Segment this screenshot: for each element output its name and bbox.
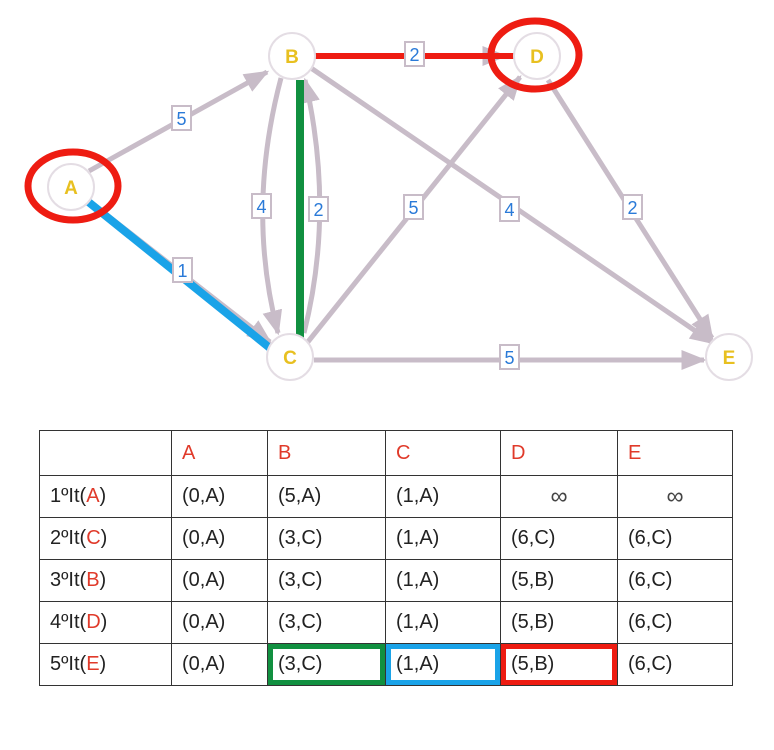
distance-table: A B C D E 1ºIt(A) (0,A) (5,A) (1,A) ∞ ∞ … xyxy=(39,430,733,686)
header-cell-a: A xyxy=(171,430,268,476)
header-cell-empty xyxy=(39,430,172,476)
weight-label-b-c: 4 xyxy=(251,193,272,219)
svg-text:5: 5 xyxy=(408,198,418,218)
cell-e: (6,C) xyxy=(617,559,733,602)
cell-c: (1,A) xyxy=(385,517,501,560)
cell-c: (1,A) xyxy=(385,475,501,518)
svg-text:2: 2 xyxy=(409,45,419,65)
weight-label-c-b: 2 xyxy=(308,196,329,222)
node-b: B xyxy=(268,32,316,80)
weight-label-a-c: 1 xyxy=(172,257,193,283)
cell-a: (0,A) xyxy=(171,601,268,644)
iteration-label: 4ºIt(D) xyxy=(39,601,172,644)
cell-b-final-highlight: (3,C) xyxy=(267,643,386,686)
svg-text:5: 5 xyxy=(176,109,186,129)
svg-text:2: 2 xyxy=(627,198,637,218)
cell-a: (0,A) xyxy=(171,559,268,602)
highlight-circle-a xyxy=(24,148,122,224)
cell-b: (3,C) xyxy=(267,517,386,560)
table-row: 4ºIt(D) (0,A) (3,C) (1,A) (5,B) (6,C) xyxy=(39,601,733,644)
node-e: E xyxy=(705,333,753,381)
infinity-symbol: ∞ xyxy=(550,482,568,510)
cell-b: (3,C) xyxy=(267,601,386,644)
iteration-label: 1ºIt(A) xyxy=(39,475,172,518)
cell-b: (3,C) xyxy=(267,559,386,602)
weight-label-b-d: 2 xyxy=(404,41,425,67)
node-a: A xyxy=(47,163,95,211)
header-cell-e: E xyxy=(617,430,733,476)
cell-d: (5,B) xyxy=(500,601,618,644)
weight-label-d-e: 2 xyxy=(622,194,643,220)
cell-c: (1,A) xyxy=(385,559,501,602)
cell-e: (6,C) xyxy=(617,517,733,560)
infinity-symbol: ∞ xyxy=(666,482,684,510)
table-row: 3ºIt(B) (0,A) (3,C) (1,A) (5,B) (6,C) xyxy=(39,559,733,602)
table-row: 2ºIt(C) (0,A) (3,C) (1,A) (6,C) (6,C) xyxy=(39,517,733,560)
svg-text:1: 1 xyxy=(177,261,187,281)
svg-text:E: E xyxy=(723,348,736,369)
iteration-label: 3ºIt(B) xyxy=(39,559,172,602)
cell-e: (6,C) xyxy=(617,643,733,686)
cell-a: (0,A) xyxy=(171,643,268,686)
cell-d: ∞ xyxy=(500,475,618,518)
svg-text:5: 5 xyxy=(504,348,514,368)
table-row: 1ºIt(A) (0,A) (5,A) (1,A) ∞ ∞ xyxy=(39,475,733,518)
svg-text:A: A xyxy=(64,178,78,199)
svg-text:2: 2 xyxy=(313,200,323,220)
svg-text:4: 4 xyxy=(504,200,514,220)
header-cell-b: B xyxy=(267,430,386,476)
weight-label-a-b: 5 xyxy=(171,105,192,131)
header-cell-d: D xyxy=(500,430,618,476)
cell-d: (5,B) xyxy=(500,559,618,602)
table-header-row: A B C D E xyxy=(39,430,733,476)
cell-d: (6,C) xyxy=(500,517,618,560)
cell-a: (0,A) xyxy=(171,475,268,518)
iteration-label: 2ºIt(C) xyxy=(39,517,172,560)
weight-label-c-d: 5 xyxy=(403,194,424,220)
table-row: 5ºIt(E) (0,A) (3,C) (1,A) (5,B) (6,C) xyxy=(39,643,733,686)
cell-d-final-highlight: (5,B) xyxy=(500,643,618,686)
graph-diagram: 5 1 2 4 2 5 4 2 5 A B C xyxy=(24,17,753,381)
cell-c-final-highlight: (1,A) xyxy=(385,643,501,686)
header-cell-c: C xyxy=(385,430,501,476)
cell-b: (5,A) xyxy=(267,475,386,518)
weight-label-b-e: 4 xyxy=(499,196,520,222)
node-d: D xyxy=(513,32,561,80)
svg-text:C: C xyxy=(283,348,297,369)
weight-label-c-e: 5 xyxy=(499,344,520,370)
node-c: C xyxy=(266,333,314,381)
highlight-circle-d xyxy=(487,17,583,93)
svg-text:D: D xyxy=(530,47,544,68)
cell-a: (0,A) xyxy=(171,517,268,560)
cell-e: (6,C) xyxy=(617,601,733,644)
svg-text:4: 4 xyxy=(256,197,266,217)
svg-text:B: B xyxy=(285,47,299,68)
iteration-label: 5ºIt(E) xyxy=(39,643,172,686)
cell-e: ∞ xyxy=(617,475,733,518)
cell-c: (1,A) xyxy=(385,601,501,644)
